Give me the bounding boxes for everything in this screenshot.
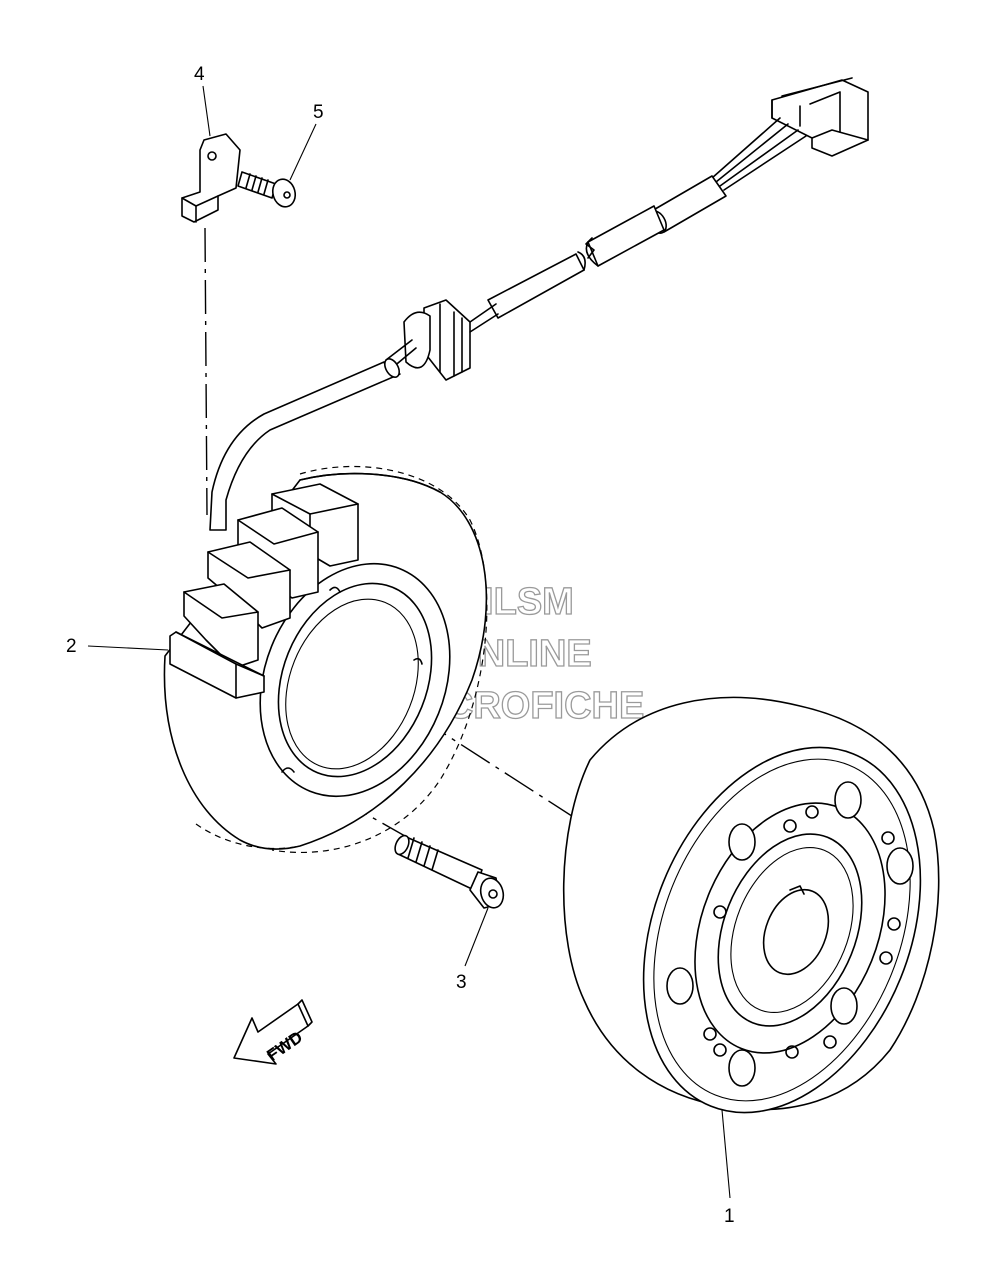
forward-direction-arrow: FWD [233, 999, 313, 1065]
stator-assembly [163, 465, 488, 853]
callout-3: 3 [456, 972, 467, 993]
wire-harness [209, 77, 869, 531]
callout-1: 1 [724, 1206, 735, 1227]
callout-4: 4 [194, 64, 205, 85]
rotor-flywheel [562, 696, 940, 1114]
bolt-part-3 [394, 834, 505, 909]
callout-2: 2 [66, 636, 77, 657]
callout-5: 5 [313, 102, 324, 123]
screw-part-5 [237, 171, 297, 208]
cable-clamp-bracket [181, 133, 241, 223]
callouts: 4 5 2 3 1 [66, 64, 735, 1227]
